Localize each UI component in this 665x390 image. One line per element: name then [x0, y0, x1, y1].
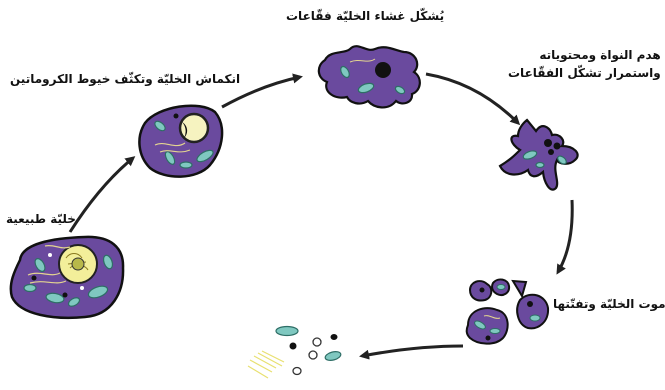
- label-cell-death: موت الخليّة وتفتّتها: [553, 297, 665, 311]
- normal-cell: [11, 237, 123, 318]
- label-nucleus-breakdown-line2: واستمرار تشكّل الفقّاعات: [508, 64, 661, 82]
- arrow-death-to-fragments: [362, 346, 463, 356]
- fragmenting-cell: [500, 120, 578, 190]
- shrinking-cell: [139, 106, 222, 177]
- arrow-nucleus-to-death: [558, 200, 572, 272]
- blebbing-cell-nucleus: [375, 62, 391, 78]
- arrow-bleb-to-nucleus: [426, 74, 518, 123]
- apoptotic-bodies: [467, 279, 548, 343]
- chromatin-fragments: [248, 351, 284, 378]
- blebbing-cell: [319, 46, 420, 107]
- arrow-normal-to-shrink: [70, 158, 133, 232]
- label-nucleus-breakdown-line1: هدم النواة ومحتوياته: [508, 46, 661, 64]
- cell-debris: [248, 327, 342, 379]
- label-nucleus-breakdown: هدم النواة ومحتوياته واستمرار تشكّل الفق…: [508, 46, 661, 82]
- label-membrane-blebbing: يُشكّل غشاء الخليّة فقّاعات: [286, 9, 444, 23]
- label-normal-cell: خليّة طبيعية: [6, 212, 76, 226]
- label-cell-shrinkage: انكماش الخليّة وتكثّف خيوط الكروماتين: [10, 72, 240, 86]
